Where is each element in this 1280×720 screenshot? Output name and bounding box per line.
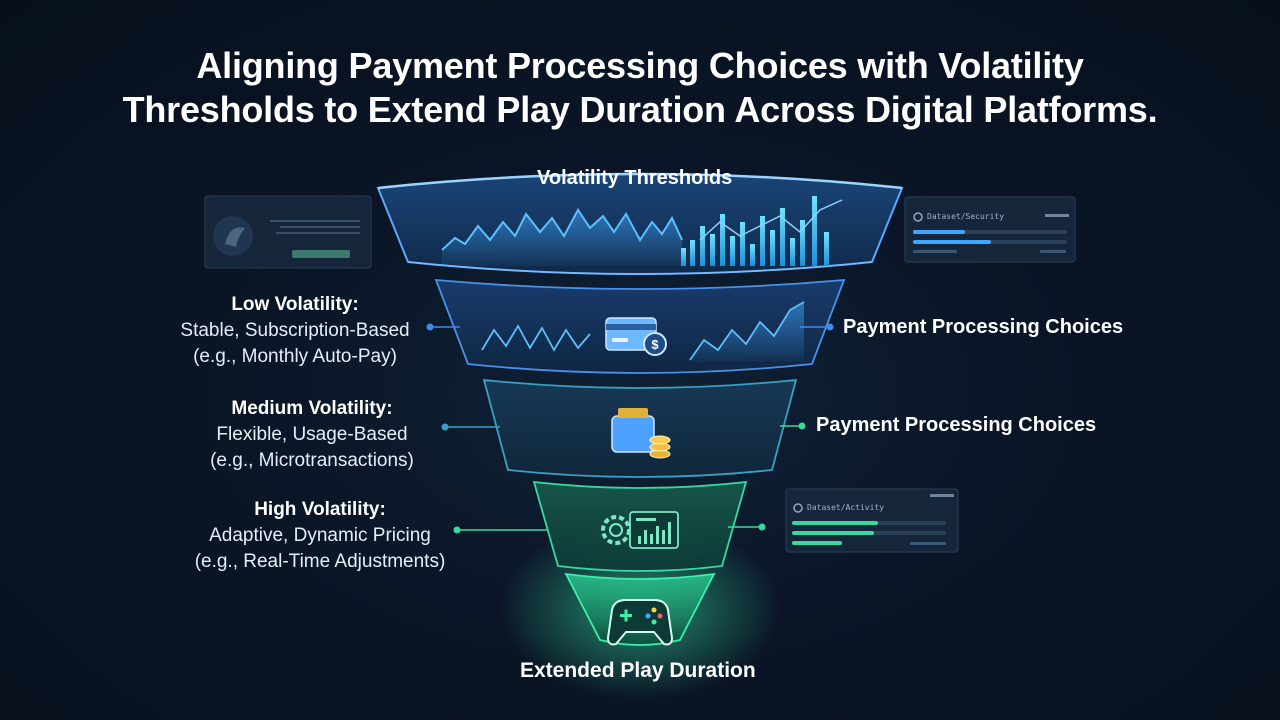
high-volatility-heading: High Volatility: xyxy=(254,499,386,520)
medium-volatility-block: Medium Volatility: Flexible, Usage-Based… xyxy=(187,396,437,474)
low-volatility-line1: Stable, Subscription-Based xyxy=(180,320,410,341)
funnel-tier-medium xyxy=(482,378,798,478)
funnel-tier-thresholds xyxy=(376,172,904,275)
medium-volatility-line1: Flexible, Usage-Based xyxy=(216,424,408,445)
wallet-coins-icon xyxy=(611,408,671,459)
low-volatility-heading: Low Volatility: xyxy=(231,294,359,315)
right-label-low: Payment Processing Choices xyxy=(843,316,1124,338)
left-dashboard-panel xyxy=(204,195,372,269)
bottom-right-panel xyxy=(785,488,959,553)
title-line-2: Thresholds to Extend Play Duration Acros… xyxy=(122,89,1158,130)
funnel-tip xyxy=(564,572,716,646)
funnel-tier-high xyxy=(532,480,748,572)
funnel-tier-low: $ xyxy=(434,278,846,374)
gamepad-icon xyxy=(606,599,674,646)
page-title: Aligning Payment Processing Choices with… xyxy=(0,44,1280,132)
connectors xyxy=(426,323,834,534)
high-volatility-block: High Volatility: Adaptive, Dynamic Prici… xyxy=(180,497,460,575)
bottom-right-panel-title: Dataset/Activity xyxy=(807,503,885,512)
svg-text:$: $ xyxy=(651,337,659,352)
medium-volatility-line2: (e.g., Microtransactions) xyxy=(210,450,414,471)
credit-card-icon: $ xyxy=(605,317,667,356)
medium-volatility-heading: Medium Volatility: xyxy=(231,398,393,419)
low-volatility-block: Low Volatility: Stable, Subscription-Bas… xyxy=(170,292,420,370)
high-volatility-line1: Adaptive, Dynamic Pricing xyxy=(209,525,431,546)
title-line-1: Aligning Payment Processing Choices with… xyxy=(196,45,1084,86)
top-right-panel xyxy=(904,196,1076,263)
top-label: Volatility Thresholds xyxy=(537,167,733,189)
low-volatility-line2: (e.g., Monthly Auto-Pay) xyxy=(193,346,397,367)
gear-dashboard-icon xyxy=(601,511,679,549)
right-label-medium: Payment Processing Choices xyxy=(816,414,1097,436)
high-volatility-line2: (e.g., Real-Time Adjustments) xyxy=(194,551,446,572)
top-right-panel-title: Dataset/Security xyxy=(927,212,1005,221)
bottom-label: Extended Play Duration xyxy=(520,659,756,682)
